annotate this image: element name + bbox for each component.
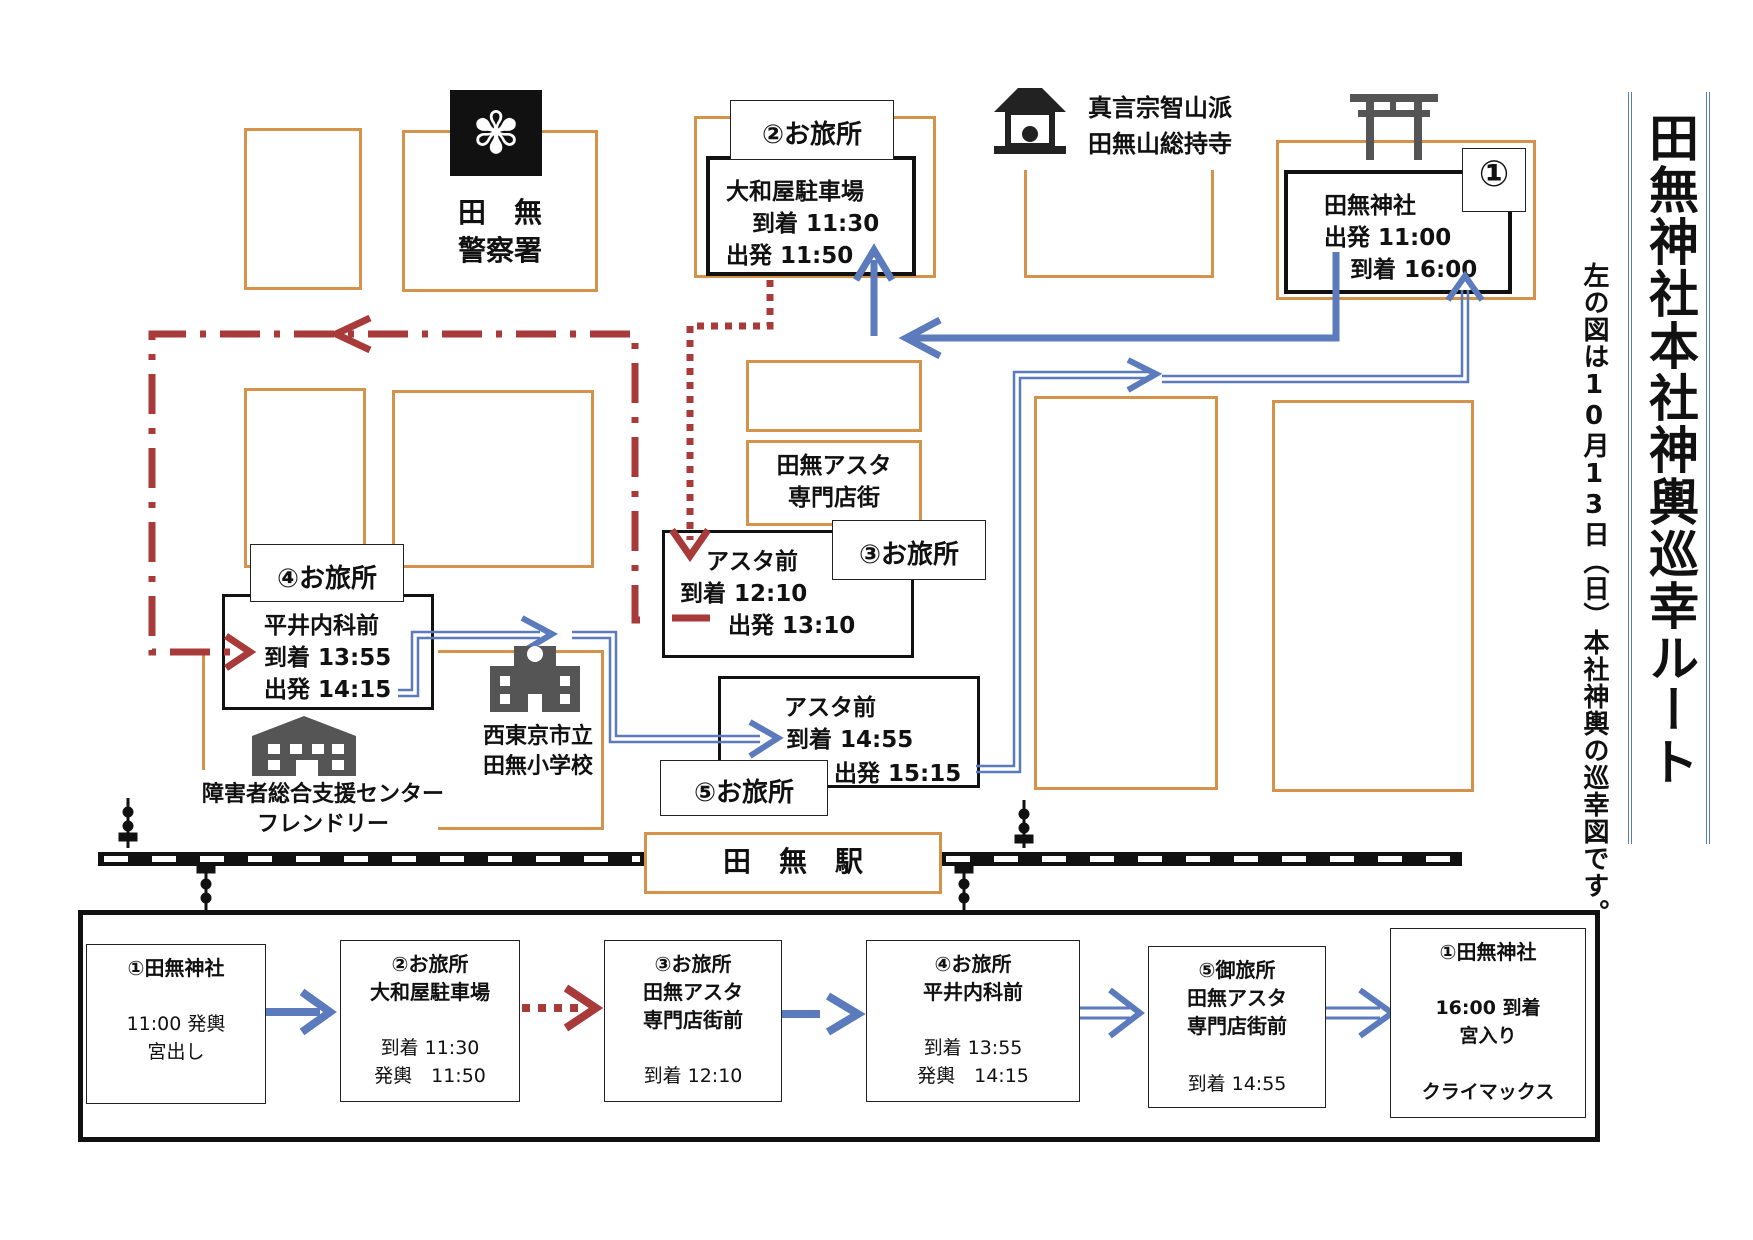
station (644, 832, 942, 894)
stop-3-place: アスタ前 (706, 549, 798, 575)
timeline-step-4 (866, 940, 1080, 1102)
stop-3-tag (832, 520, 986, 580)
stop-2-line2: 出発 11:50 (726, 243, 854, 269)
route-arrow-red (327, 314, 372, 354)
stop-1-tag-text: ① (1478, 154, 1510, 195)
stop-5-tag-text: ⑤お旅所 (693, 778, 794, 808)
city-block (244, 388, 366, 568)
city-block (1272, 400, 1474, 792)
stop-3-tag-text: ③お旅所 (858, 540, 959, 570)
stop-1-tag (1462, 148, 1526, 212)
page-title: 田無神社本社神輿巡幸ルート (1641, 112, 1699, 788)
stop-1-box (1284, 170, 1512, 294)
stop-4-line2: 出発 14:15 (264, 677, 392, 703)
temple-label: 真言宗智山派 田無山総持寺 (1088, 94, 1232, 158)
timeline-step-5-body: 到着 14:55 (1187, 1073, 1287, 1095)
route-segment-1-2 (910, 252, 1340, 342)
police-emblem-icon: ✾ (450, 90, 542, 176)
timeline-frame (78, 910, 1600, 1142)
timeline-step-4-body: 到着 13:55 発輿 14:15 (917, 1037, 1029, 1087)
stop-5-place: アスタ前 (784, 695, 876, 721)
police-label: 田 無 警察署 (457, 196, 542, 267)
timeline-step-1-body: 11:00 発輿 宮出し (126, 1013, 226, 1063)
temple-icon (994, 88, 1066, 154)
railway-signal-icon (118, 798, 1034, 914)
timeline-step-2-body: 到着 11:30 発輿 11:50 (374, 1037, 486, 1087)
timeline-step-2 (340, 940, 520, 1102)
timeline-step-6-body: 16:00 到着 宮入り クライマックス (1421, 997, 1555, 1103)
city-block (244, 128, 362, 290)
stop-3-line2: 出発 13:10 (728, 613, 856, 639)
torii-icon (1350, 94, 1438, 160)
stop-1-place: 田無神社 (1324, 193, 1416, 219)
stop-1-line2: 到着 16:00 (1350, 257, 1478, 283)
center-label: 障害者総合支援センター フレンドリー (201, 782, 444, 837)
stop-2-tag (730, 100, 894, 160)
stop-5-tag (660, 760, 828, 816)
timeline-step-6-head: ①田無神社 (1439, 940, 1537, 964)
school-icon (490, 646, 580, 712)
route-segment-4-5-1 (398, 290, 1470, 774)
route-segment-3-4 (148, 330, 640, 656)
stop-5-line1: 到着 14:55 (786, 727, 914, 753)
stop-4-tag (250, 544, 404, 602)
city-block (1024, 170, 1214, 278)
timeline-step-5 (1148, 946, 1326, 1108)
railway-line (98, 852, 1462, 866)
stop-3-line1: 到着 12:10 (680, 581, 808, 607)
timeline-step-3-body: 到着 12:10 (643, 1065, 743, 1087)
timeline-step-4-head: ④お旅所 平井内科前 (923, 952, 1023, 1004)
stop-1-line1: 出発 11:00 (1324, 225, 1452, 251)
asta-label: 田無アスタ 専門店街 (776, 453, 892, 511)
page-subtitle: 左の図は10月13日（日）本社神輿の巡幸図です。 (1579, 262, 1609, 926)
building-icon (252, 716, 356, 776)
route-segment-2-3 (686, 280, 774, 540)
city-block (1034, 396, 1218, 790)
timeline-step-3-head: ③お旅所 田無アスタ 専門店街前 (643, 952, 743, 1032)
stop-2-tag-text: ②お旅所 (761, 120, 862, 150)
timeline-step-1 (86, 944, 266, 1104)
title-frame (1628, 92, 1710, 844)
stop-4-tag-text: ④お旅所 (276, 564, 377, 594)
stop-5-line2: 出発 15:15 (834, 761, 962, 787)
station-label: 田 無 駅 (722, 845, 863, 878)
city-block (746, 360, 922, 432)
timeline-step-3 (604, 940, 782, 1102)
timeline-step-2-head: ②お旅所 大和屋駐車場 (370, 952, 490, 1004)
stop-2-line1: 到着 11:30 (752, 211, 880, 237)
timeline-step-5-head: ⑤御旅所 田無アスタ 専門店街前 (1187, 958, 1287, 1038)
route-arrow-red (669, 528, 711, 563)
timeline-step-6 (1390, 928, 1586, 1118)
stop-2-place: 大和屋駐車場 (726, 179, 864, 205)
stop-4-line1: 到着 13:55 (264, 645, 392, 671)
route-arrow-red (224, 633, 257, 671)
school-label: 西東京市立 田無小学校 (482, 724, 593, 779)
timeline-step-1-head: ①田無神社 (127, 956, 225, 980)
city-block (392, 390, 594, 568)
stop-4-place: 平井内科前 (264, 613, 379, 639)
